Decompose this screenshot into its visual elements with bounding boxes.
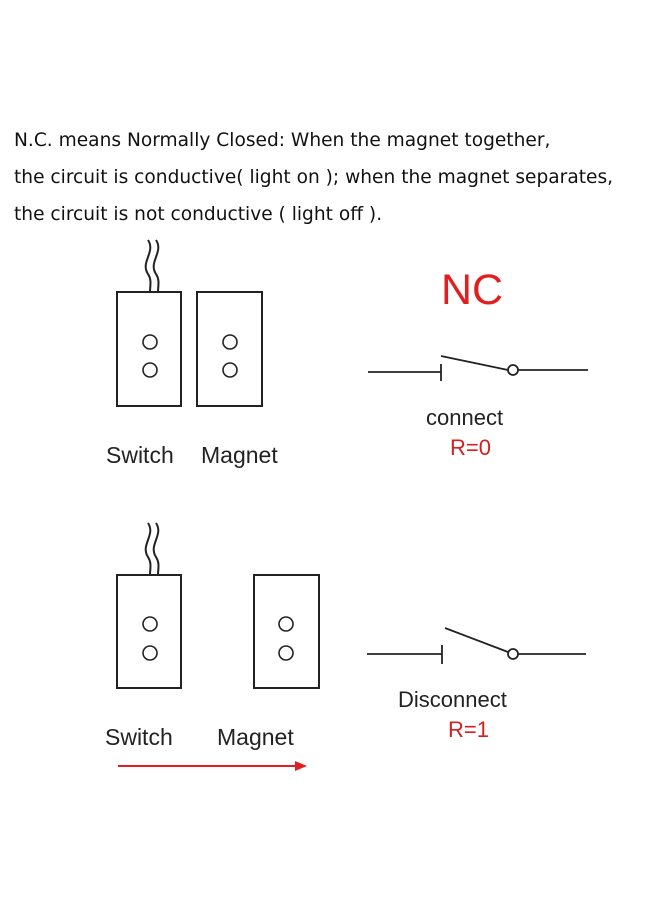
closed-status-label: connect — [426, 405, 504, 430]
description-line-2: the circuit is conductive( light on ); w… — [14, 167, 614, 188]
open-switch-terminal-bottom — [142, 645, 158, 661]
closed-magnet-label: Magnet — [201, 442, 278, 468]
open-magnet-dot-bottom — [278, 645, 294, 661]
open-magnet-dot-top — [278, 616, 294, 632]
open-circuit-symbol — [367, 627, 586, 664]
closed-switch-body — [116, 291, 182, 407]
open-resistance-label: R=1 — [448, 717, 489, 742]
closed-magnet-body — [196, 291, 263, 407]
open-switch-label: Switch — [105, 724, 173, 750]
open-switch-body — [116, 574, 182, 689]
closed-circuit-symbol — [368, 355, 588, 381]
closed-switch-terminal-top — [142, 334, 158, 350]
open-magnet-label: Magnet — [217, 724, 294, 750]
open-switch-wires — [144, 522, 160, 576]
closed-magnet-dot-top — [222, 334, 238, 350]
open-status-label: Disconnect — [398, 687, 507, 712]
open-switch-terminal-top — [142, 616, 158, 632]
description-text: N.C. means Normally Closed: When the mag… — [14, 122, 654, 233]
description-line-1: N.C. means Normally Closed: When the mag… — [14, 130, 551, 151]
closed-magnet-dot-bottom — [222, 362, 238, 378]
description-line-3: the circuit is not conductive ( light of… — [14, 204, 383, 225]
closed-switch-terminal-bottom — [142, 362, 158, 378]
closed-switch-wires — [144, 239, 160, 293]
closed-switch-label: Switch — [106, 442, 174, 468]
closed-resistance-label: R=0 — [450, 435, 491, 460]
open-magnet-body — [253, 574, 320, 689]
nc-title: NC — [441, 266, 504, 314]
